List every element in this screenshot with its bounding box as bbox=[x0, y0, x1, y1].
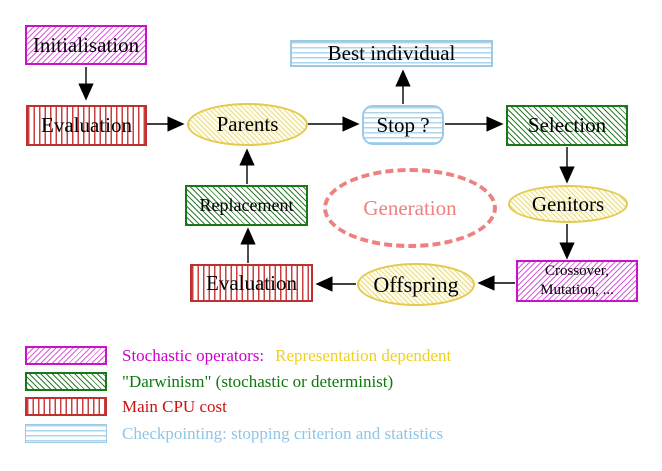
node-label: Selection bbox=[527, 113, 607, 138]
legend-swatch-cpu-cost bbox=[25, 397, 107, 416]
legend-label-darwinism: "Darwinism" (stochastic or determinist) bbox=[122, 371, 393, 392]
node-replacement: Replacement bbox=[185, 185, 308, 226]
node-label: Best individual bbox=[327, 41, 456, 66]
legend-text: Stochastic operators: bbox=[122, 346, 265, 365]
node-label: Replacement bbox=[199, 195, 294, 216]
legend-swatch-darwinism bbox=[25, 372, 107, 391]
node-evaluation-top: Evaluation bbox=[26, 105, 147, 146]
node-label: Evaluation bbox=[206, 270, 297, 295]
node-stop: Stop ? bbox=[362, 105, 444, 145]
node-label: Genitors bbox=[531, 191, 605, 216]
node-initialisation: Initialisation bbox=[25, 25, 147, 65]
node-label: Parents bbox=[216, 112, 279, 137]
legend-label-cpu-cost: Main CPU cost bbox=[122, 396, 227, 417]
node-genitors: Genitors bbox=[508, 185, 628, 223]
node-crossover-mutation: Crossover, Mutation, ... bbox=[516, 260, 638, 302]
node-evaluation-bottom: Evaluation bbox=[190, 264, 313, 302]
node-label: Stop ? bbox=[376, 112, 430, 137]
node-parents: Parents bbox=[187, 103, 308, 146]
node-offspring: Offspring bbox=[357, 263, 475, 306]
node-label-line2: Mutation, ... bbox=[540, 282, 614, 298]
node-generation: Generation bbox=[323, 168, 497, 248]
legend-text: Checkpointing: stopping criterion and st… bbox=[122, 424, 444, 443]
legend-label-checkpointing: Checkpointing: stopping criterion and st… bbox=[122, 423, 443, 444]
node-label: Generation bbox=[363, 195, 457, 220]
node-best-individual: Best individual bbox=[290, 40, 493, 67]
legend-swatch-checkpointing bbox=[25, 424, 107, 443]
legend-swatch-stochastic-operators bbox=[25, 346, 107, 365]
node-label-line1: Crossover, bbox=[545, 263, 609, 280]
legend-text-extra: Representation dependent bbox=[275, 346, 452, 365]
node-selection: Selection bbox=[506, 105, 628, 146]
node-label: Offspring bbox=[373, 271, 459, 297]
node-label: Initialisation bbox=[32, 32, 140, 57]
legend-text: Main CPU cost bbox=[122, 397, 227, 416]
legend-label-stochastic-operators: Stochastic operators: Representation depe… bbox=[122, 345, 451, 366]
legend-text: "Darwinism" (stochastic or determinist) bbox=[122, 372, 394, 391]
node-label: Evaluation bbox=[41, 113, 132, 138]
